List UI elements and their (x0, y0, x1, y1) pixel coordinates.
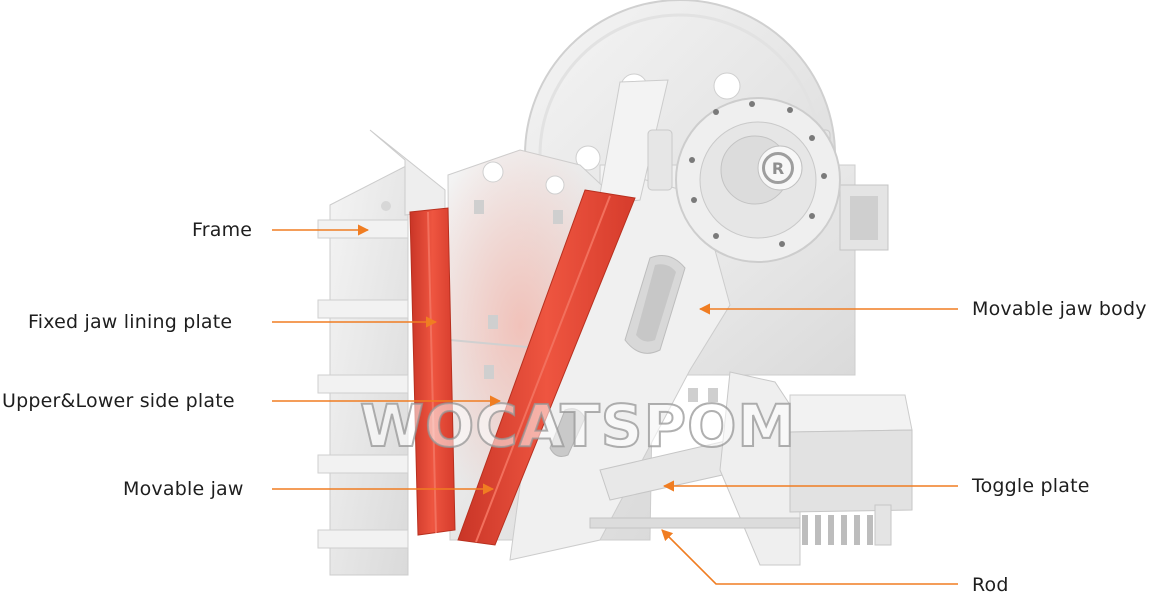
label-upper-lower-side-plate: Upper&Lower side plate (2, 390, 235, 412)
watermark: WOCATSPOM (359, 391, 797, 461)
movable-jaw-plate (457, 189, 636, 546)
leader-rod (661, 529, 958, 585)
eccentric-shaft-hub (675, 97, 841, 263)
label-movable-jaw-body: Movable jaw body (972, 298, 1147, 320)
fixed-jaw-lining-plate (409, 207, 456, 536)
label-toggle-plate: Toggle plate (972, 475, 1090, 497)
rod (589, 504, 892, 546)
toggle-plate (599, 371, 913, 566)
label-frame: Frame (192, 219, 253, 241)
label-fixed-jaw-lining-plate: Fixed jaw lining plate (28, 311, 233, 333)
logo-mark: R (762, 152, 794, 184)
logo-mark-letter: R (771, 158, 785, 178)
label-movable-jaw: Movable jaw (123, 478, 244, 500)
frame (317, 129, 446, 576)
label-rod: Rod (972, 574, 1009, 596)
